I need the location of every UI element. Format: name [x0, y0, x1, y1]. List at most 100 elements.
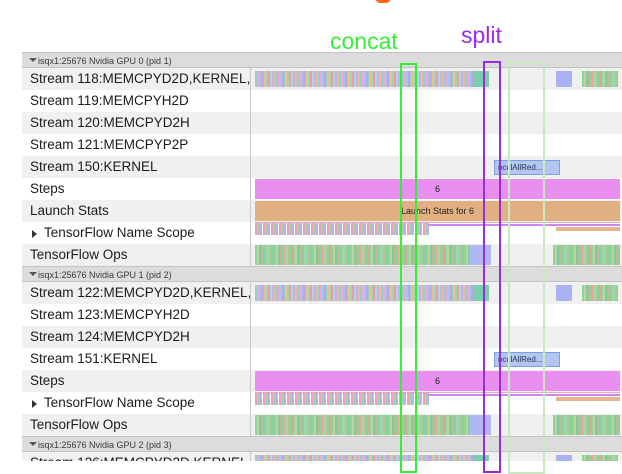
chevron-down-icon[interactable] [29, 272, 37, 276]
row-label[interactable]: TensorFlow Name Scope [22, 222, 250, 244]
concat-event-bar[interactable] [473, 455, 489, 461]
row-track[interactable] [250, 90, 622, 112]
row-track[interactable] [250, 282, 622, 304]
row-track[interactable] [250, 112, 622, 134]
row-label[interactable]: TensorFlow Name Scope [22, 392, 250, 414]
steps-bar[interactable]: 6 [255, 179, 620, 199]
steps-bar-label: 6 [434, 184, 440, 194]
chevron-down-icon[interactable] [29, 442, 37, 446]
steps-bar[interactable]: 6 [255, 371, 620, 391]
timeline-row[interactable]: Stream 124:MEMCPYD2H [22, 326, 622, 348]
row-track[interactable]: ncclAllRed... [250, 348, 622, 370]
timeline-viewer[interactable]: isqx1:25676 Nvidia GPU 0 (pid 1) Stream 1… [22, 52, 622, 461]
row-track[interactable] [250, 414, 622, 436]
group-header[interactable]: isqx1:25676 Nvidia GPU 1 (pid 2) [22, 266, 622, 282]
timeline-row[interactable]: Stream 118:MEMCPYD2D,KERNEL,MI [22, 68, 622, 90]
process-group: isqx1:25676 Nvidia GPU 1 (pid 2) Stream 1… [22, 266, 622, 436]
kernel-activity-bar[interactable] [255, 285, 473, 301]
row-track[interactable] [250, 452, 622, 461]
tensorflow-ops-bar[interactable] [255, 245, 469, 265]
timeline-row[interactable]: TensorFlow Ops [22, 414, 622, 436]
chevron-down-icon[interactable] [29, 58, 37, 62]
process-group: isqx1:25676 Nvidia GPU 2 (pid 3) Stream 1… [22, 436, 622, 461]
annotation-split: split [461, 22, 502, 48]
timeline-row[interactable]: TensorFlow Name Scope [22, 392, 622, 414]
timeline-row[interactable]: Stream 120:MEMCPYD2H [22, 112, 622, 134]
row-label: Stream 122:MEMCPYD2D,KERNEL,MI [22, 282, 250, 304]
row-label: TensorFlow Ops [22, 414, 250, 436]
trace-viewer-screenshot: concat split nccl weightupdate isqx1:256… [22, 0, 622, 474]
timeline-row[interactable]: TensorFlow Name Scope [22, 222, 622, 244]
ops-split-bar[interactable] [469, 245, 491, 265]
row-track[interactable]: 6 [250, 370, 622, 392]
row-label: Stream 120:MEMCPYD2H [22, 112, 250, 134]
name-scope-activity-bar[interactable] [255, 393, 429, 405]
row-track[interactable]: ncclAllRed... [250, 156, 622, 178]
group-header[interactable]: isqx1:25676 Nvidia GPU 0 (pid 1) [22, 52, 622, 68]
row-label: Stream 119:MEMCPYH2D [22, 90, 250, 112]
row-label: Steps [22, 178, 250, 200]
group-header-label: isqx1:25676 Nvidia GPU 1 (pid 2) [38, 270, 172, 280]
timeline-row[interactable]: Steps 6 [22, 178, 622, 200]
chevron-right-icon[interactable] [32, 230, 37, 238]
ops-weight-update-bar[interactable] [553, 245, 620, 265]
row-label: Stream 124:MEMCPYD2H [22, 326, 250, 348]
row-label: Stream 150:KERNEL [22, 156, 250, 178]
nccl-all-reduce-bar[interactable]: ncclAllRed... [494, 352, 560, 367]
name-scope-activity-bar[interactable] [255, 223, 429, 235]
chevron-right-icon[interactable] [32, 400, 37, 408]
row-track[interactable] [250, 326, 622, 348]
row-track[interactable] [250, 244, 622, 266]
concat-event-bar[interactable] [473, 285, 489, 301]
weight-update-bar[interactable] [582, 455, 618, 461]
group-header-label: isqx1:25676 Nvidia GPU 2 (pid 3) [38, 440, 172, 450]
timeline-row[interactable]: Stream 122:MEMCPYD2D,KERNEL,MI [22, 282, 622, 304]
row-track[interactable] [250, 304, 622, 326]
timeline-row[interactable]: Stream 119:MEMCPYH2D [22, 90, 622, 112]
split-event-bar[interactable] [556, 285, 572, 301]
row-label: Stream 126:MEMCPYD2D,KERNEL,MI [22, 452, 250, 461]
row-track[interactable] [250, 68, 622, 90]
group-header[interactable]: isqx1:25676 Nvidia GPU 2 (pid 3) [22, 436, 622, 452]
name-scope-weight-line[interactable] [556, 397, 620, 401]
timeline-row[interactable]: Stream 151:KERNEL ncclAllRed... [22, 348, 622, 370]
row-track[interactable]: Launch Stats for 6 [250, 200, 622, 222]
nccl-all-reduce-bar[interactable]: ncclAllRed... [494, 160, 560, 175]
launch-stats-bar[interactable]: Launch Stats for 6 [255, 201, 620, 221]
timeline-row[interactable]: Stream 150:KERNEL ncclAllRed... [22, 156, 622, 178]
split-event-bar[interactable] [556, 455, 572, 461]
weight-update-bar[interactable] [582, 71, 618, 87]
name-scope-top-line [255, 222, 620, 223]
name-scope-top-line [255, 392, 620, 393]
concat-event-bar[interactable] [473, 71, 489, 87]
row-label: Stream 121:MEMCPYP2P [22, 134, 250, 156]
row-label: Stream 118:MEMCPYD2D,KERNEL,MI [22, 68, 250, 90]
kernel-activity-bar[interactable] [255, 71, 473, 87]
name-scope-span-line[interactable] [429, 394, 620, 396]
name-scope-span-line[interactable] [429, 224, 620, 226]
ops-weight-update-bar[interactable] [553, 415, 620, 435]
row-label: Stream 151:KERNEL [22, 348, 250, 370]
timeline-row[interactable]: TensorFlow Ops [22, 244, 622, 266]
row-track[interactable] [250, 134, 622, 156]
row-track[interactable] [250, 222, 622, 244]
weight-update-bar[interactable] [582, 285, 618, 301]
row-label: Steps [22, 370, 250, 392]
row-label: TensorFlow Ops [22, 244, 250, 266]
ops-split-bar[interactable] [469, 415, 491, 435]
name-scope-weight-line[interactable] [556, 227, 620, 231]
row-label: Launch Stats [22, 200, 250, 222]
timeline-row[interactable]: Stream 123:MEMCPYH2D [22, 304, 622, 326]
clipped-orange-marker [375, 0, 391, 3]
timeline-row[interactable]: Stream 126:MEMCPYD2D,KERNEL,MI [22, 452, 622, 461]
kernel-activity-bar[interactable] [255, 455, 473, 461]
row-track[interactable] [250, 392, 622, 414]
tensorflow-ops-bar[interactable] [255, 415, 469, 435]
timeline-row[interactable]: Stream 121:MEMCPYP2P [22, 134, 622, 156]
annotation-concat: concat [330, 28, 398, 54]
split-event-bar[interactable] [556, 71, 572, 87]
group-header-label: isqx1:25676 Nvidia GPU 0 (pid 1) [38, 56, 172, 66]
row-track[interactable]: 6 [250, 178, 622, 200]
